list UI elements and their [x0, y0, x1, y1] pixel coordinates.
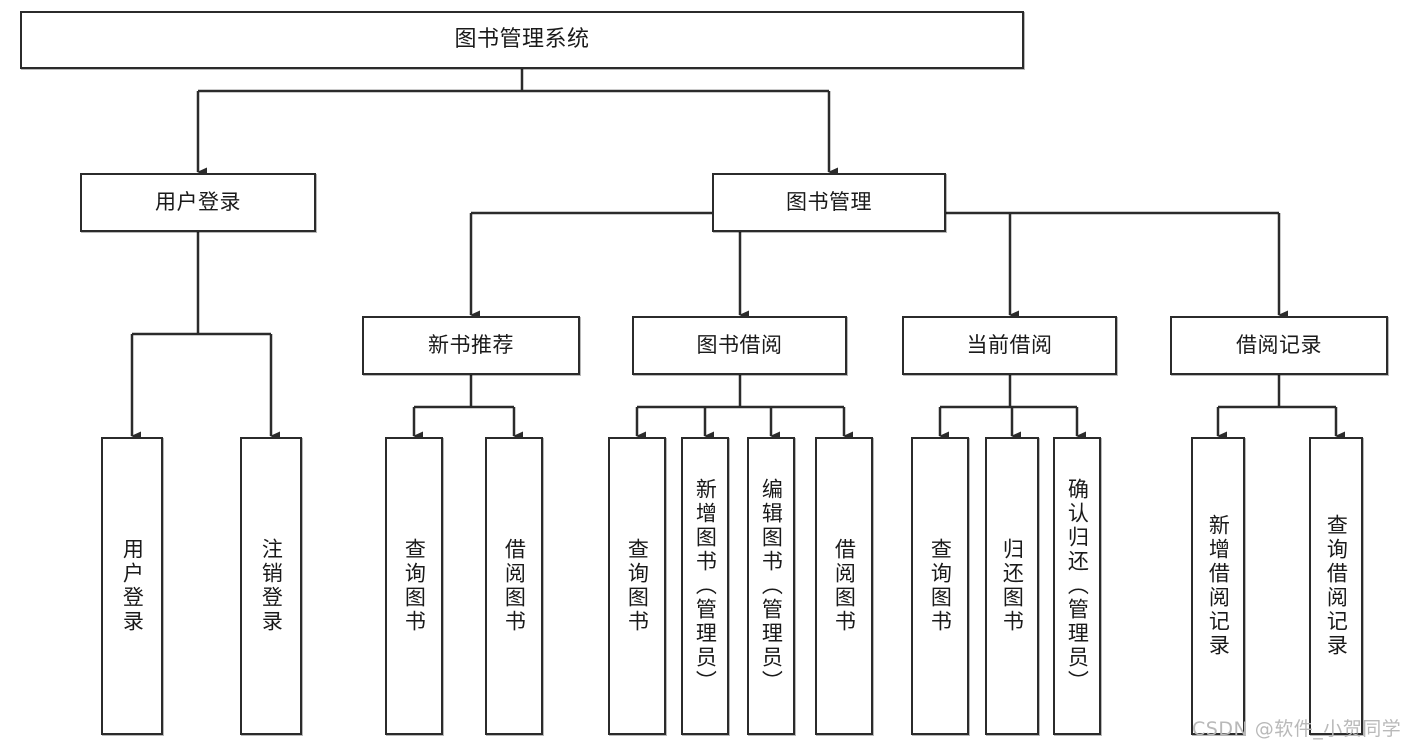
leaf-add-book[interactable]: 新增图书（管理员）	[681, 437, 729, 735]
leaf-query-book-borrowing[interactable]: 查询图书	[608, 437, 666, 735]
leaf-query-book-current[interactable]: 查询图书	[911, 437, 969, 735]
node-label: 新增借阅记录	[1206, 514, 1231, 658]
node-label: 借阅记录	[1236, 333, 1322, 358]
leaf-edit-book[interactable]: 编辑图书（管理员）	[747, 437, 795, 735]
node-label: 图书管理系统	[454, 27, 590, 53]
node-user-login[interactable]: 用户登录	[80, 173, 316, 232]
node-label: 查询图书	[928, 538, 953, 634]
node-borrowing-record[interactable]: 借阅记录	[1170, 316, 1388, 375]
node-label: 图书管理	[786, 190, 872, 215]
leaf-confirm-return[interactable]: 确认归还（管理员）	[1053, 437, 1101, 735]
node-label: 当前借阅	[966, 333, 1053, 358]
node-label: 借阅图书	[502, 538, 527, 634]
leaf-borrow-book-recommendation[interactable]: 借阅图书	[485, 437, 543, 735]
leaf-return-book[interactable]: 归还图书	[985, 437, 1039, 735]
node-label: 注销登录	[259, 538, 284, 634]
leaf-query-borrow-record[interactable]: 查询借阅记录	[1309, 437, 1363, 735]
node-label: 图书借阅	[696, 333, 783, 358]
leaf-logout-login[interactable]: 注销登录	[240, 437, 302, 735]
node-label: 确认归还（管理员）	[1065, 478, 1090, 694]
node-book-management[interactable]: 图书管理	[712, 173, 946, 232]
node-label: 新书推荐	[428, 333, 514, 358]
leaf-query-book-recommendation[interactable]: 查询图书	[385, 437, 443, 735]
leaf-user-login[interactable]: 用户登录	[101, 437, 163, 735]
node-label: 借阅图书	[832, 538, 857, 634]
node-label: 用户登录	[155, 190, 241, 215]
node-label: 新增图书（管理员）	[693, 478, 718, 694]
node-book-borrowing[interactable]: 图书借阅	[632, 316, 847, 375]
node-label: 编辑图书（管理员）	[759, 478, 784, 694]
csdn-watermark: CSDN @软件_小贺同学	[1192, 718, 1402, 740]
node-label: 查询图书	[625, 538, 650, 634]
node-label: 查询借阅记录	[1324, 514, 1349, 658]
leaf-borrow-book-borrowing[interactable]: 借阅图书	[815, 437, 873, 735]
node-current-borrowing[interactable]: 当前借阅	[902, 316, 1117, 375]
node-root[interactable]: 图书管理系统	[20, 11, 1024, 69]
node-new-book-recommendation[interactable]: 新书推荐	[362, 316, 580, 375]
node-label: 归还图书	[1000, 538, 1025, 634]
node-label: 用户登录	[120, 538, 145, 634]
leaf-add-borrow-record[interactable]: 新增借阅记录	[1191, 437, 1245, 735]
node-label: 查询图书	[402, 538, 427, 634]
